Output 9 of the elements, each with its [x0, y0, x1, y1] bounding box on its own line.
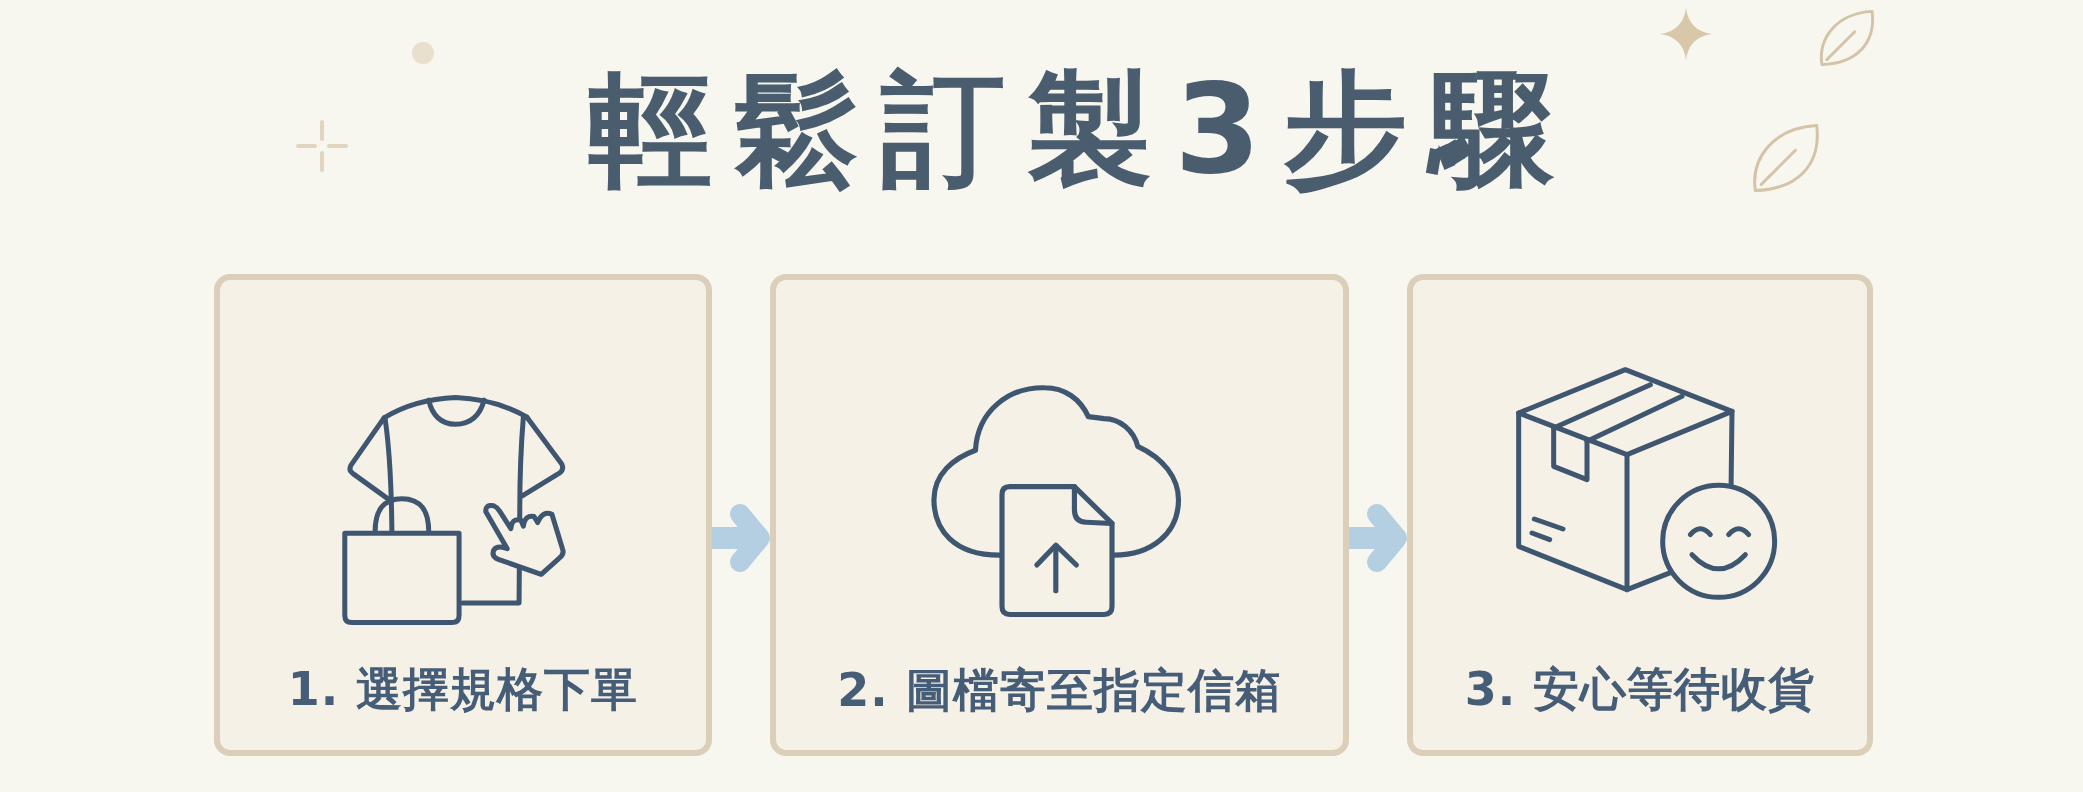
step-label: 1. 選擇規格下單: [287, 661, 639, 717]
step-card: [214, 274, 712, 756]
step-label: 2. 圖檔寄至指定信箱: [837, 662, 1282, 718]
step-label: 3. 安心等待收貨: [1464, 661, 1816, 717]
step-card: [1407, 274, 1873, 756]
arrow: [712, 504, 770, 572]
arrow: [1349, 504, 1407, 572]
step-card: [770, 274, 1349, 756]
title: 輕鬆訂製3步驟: [588, 64, 1554, 194]
